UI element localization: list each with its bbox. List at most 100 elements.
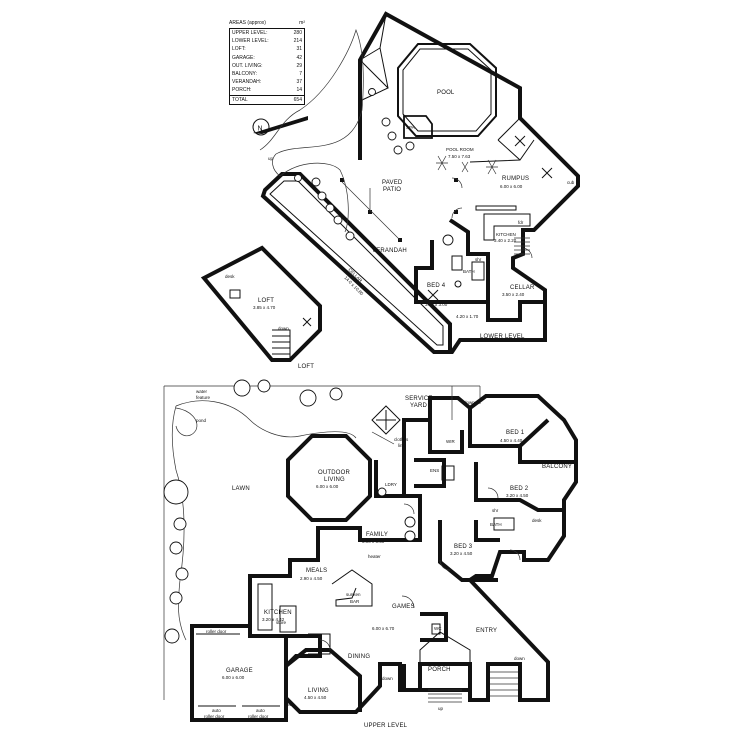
bed1-label: BED 1 <box>506 430 525 436</box>
lower-kitchen-counter <box>475 205 517 211</box>
outdoor-living-wall <box>286 434 372 522</box>
loft-plan: LOFT 3.85 x 4.70 desk down LOFT <box>200 245 322 370</box>
dining-down-label: down <box>382 676 393 681</box>
pool-inner <box>402 48 492 132</box>
wic-label: wic <box>288 702 295 707</box>
auto-roller-door-1-line1: auto <box>212 708 221 713</box>
wir-ens-wall <box>414 420 464 488</box>
wir-label: WIR <box>446 439 455 444</box>
upper-entry-stairs <box>428 671 518 703</box>
areas-row: GARAGE:42 <box>230 54 304 62</box>
entry-down-label: down <box>514 656 525 661</box>
bed1-dim: 4.50 x 4.40 <box>500 438 523 443</box>
family-dim: 3.90 x 5.50 <box>362 539 385 544</box>
living-label: LIVING <box>308 688 329 694</box>
pantry-outline <box>308 633 331 655</box>
lower-garden-outline <box>259 28 364 233</box>
bath-fixture <box>451 255 463 271</box>
pool-room-label: POOL ROOM <box>446 147 474 152</box>
porch-up-label: up <box>438 706 444 711</box>
clothes-line <box>371 405 401 435</box>
areas-row-value: 7 <box>299 70 302 77</box>
lower-plants <box>294 88 454 246</box>
garage-label: GARAGE <box>226 668 253 674</box>
store-label: store <box>276 620 287 625</box>
living-dim: 4.50 x 4.50 <box>304 695 327 700</box>
lower-storage-wall <box>260 172 452 354</box>
ens-label: ENS <box>430 468 439 473</box>
areas-table-box: UPPER LEVEL:280 LOWER LEVEL:214 LOFT:31 … <box>229 28 305 105</box>
areas-row: VERANDAH:37 <box>230 78 304 86</box>
sunken-bar-line1: sunken <box>346 592 361 597</box>
areas-row: UPPER LEVEL:280 <box>230 29 304 37</box>
lower-stairs <box>514 237 530 255</box>
lower-cellar-dim: 3.50 x 2.40 <box>502 292 525 297</box>
roller-door-label: roller door <box>206 629 227 634</box>
meals-dim: 2.90 x 4.50 <box>300 576 323 581</box>
verandah-line <box>341 181 401 241</box>
lower-bath-label: BATH <box>463 269 475 274</box>
bed3-label: BED 3 <box>454 544 473 550</box>
porch-outline <box>419 631 471 691</box>
auto-roller-door-2-line2: roller door <box>248 714 269 719</box>
areas-row-value: 280 <box>293 30 302 36</box>
bed4-dim: 3.60 x 3.00 <box>425 302 448 307</box>
lower-cellar-wall <box>486 300 545 322</box>
lower-kitchen-dim: 3.40 x 2.20 <box>494 238 517 243</box>
sunken-bar-line2: BAR <box>350 599 360 604</box>
loft-label: LOFT <box>258 298 274 304</box>
lower-cub-label: cub <box>567 180 575 185</box>
loft-desk-unit <box>229 289 241 299</box>
areas-row: BALCONY:7 <box>230 70 304 78</box>
games-dim: 6.00 x 6.70 <box>372 626 395 631</box>
auto-roller-door-1-line2: roller door <box>204 714 225 719</box>
ldry-label: LDRY <box>385 482 397 487</box>
north-compass: N <box>252 116 308 136</box>
ceiling-fan-marks <box>427 135 553 301</box>
lower-level-plan: POOL SPA POOL ROOM 7.50 x 7.63 PAVED PAT… <box>259 11 580 354</box>
lower-star-plants <box>436 155 498 175</box>
loft-stair <box>272 329 291 360</box>
upper-level-plan: water feature pond LAWN SERVICE YARD dow… <box>163 379 578 729</box>
areas-table: AREAS (approx) m² UPPER LEVEL:280 LOWER … <box>229 19 305 105</box>
areas-row: PORCH:14 <box>230 86 304 94</box>
sunken-bar <box>331 569 373 607</box>
lower-door-arcs <box>451 177 533 259</box>
water-feature-line2: feature <box>196 395 211 400</box>
areas-row-value: 29 <box>296 62 302 69</box>
compass-letter: N <box>258 126 263 133</box>
areas-row-label: LOFT: <box>232 46 246 53</box>
areas-total-value: 654 <box>293 96 302 103</box>
water-feature-line1: water <box>196 389 208 394</box>
dining-label: DINING <box>348 654 370 660</box>
bed2-dim: 3.20 x 4.50 <box>506 493 529 498</box>
lower-storage-inner <box>269 180 444 346</box>
balcony-label: BALCONY <box>542 464 572 470</box>
areas-unit: m² <box>299 20 305 26</box>
areas-row-label: OUT. LIVING: <box>232 62 263 69</box>
upper-outer-wall <box>248 394 578 714</box>
lower-up-label: up <box>268 156 274 161</box>
heater-label: heater <box>368 554 381 559</box>
areas-row-value: 214 <box>293 38 302 45</box>
wc-fixture <box>431 623 441 635</box>
pool-outline <box>397 43 497 137</box>
games-label: GAMES <box>392 604 415 610</box>
compass-circle <box>252 118 270 136</box>
laundry-wall <box>374 460 404 498</box>
loft-outer-wall <box>200 245 322 362</box>
pool-room-dim: 7.50 x 7.63 <box>448 154 471 159</box>
rumpus-label: RUMPUS <box>502 176 529 182</box>
lower-cellar-label: CELLAR <box>510 285 535 291</box>
wc-label: WC <box>434 626 442 631</box>
paved-patio-line1: PAVED <box>382 180 403 186</box>
lower-fridge-label: fdr <box>518 220 524 225</box>
family-label: FAMILY <box>366 532 388 538</box>
upper-bath-tub <box>493 517 515 531</box>
pond-label: pond <box>196 418 207 423</box>
lower-level-label: LOWER LEVEL <box>480 334 525 340</box>
outdoor-living-name: OUTDOOR <box>318 470 351 476</box>
clothes-line-label1: clothes <box>394 437 409 442</box>
meals-label: MEALS <box>306 568 327 574</box>
lower-bed4-wall <box>414 218 490 304</box>
